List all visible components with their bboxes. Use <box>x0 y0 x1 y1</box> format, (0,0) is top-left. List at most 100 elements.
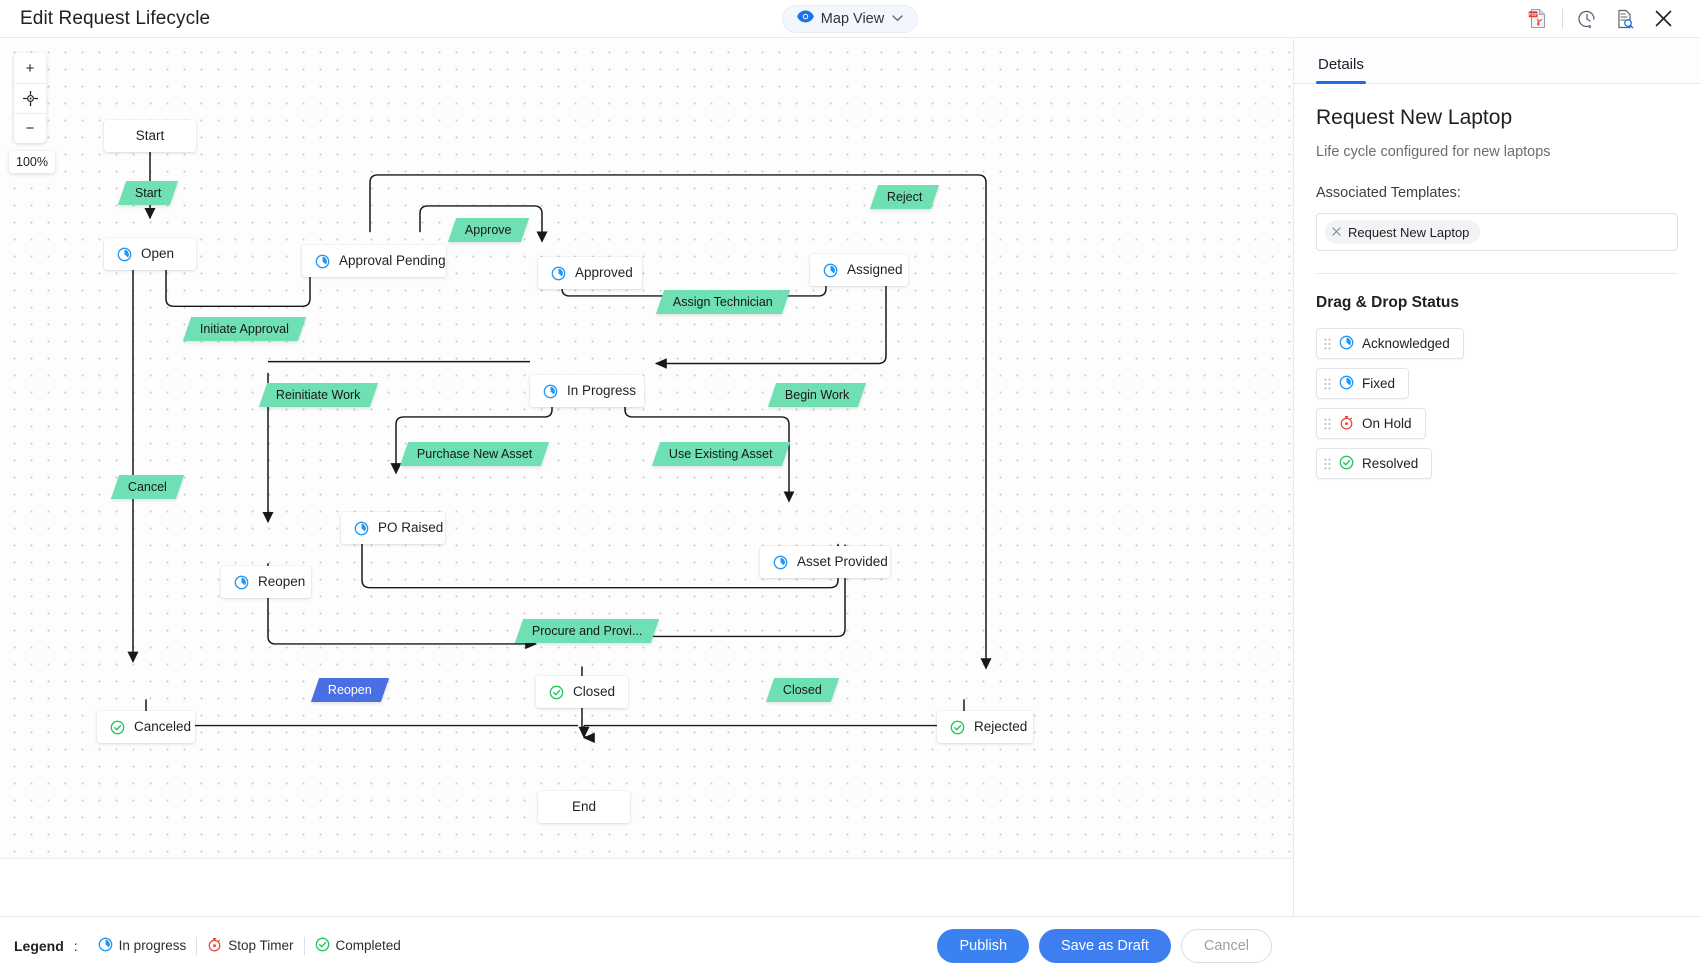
flow-node-label: Rejected <box>974 719 1028 735</box>
status-chip-label: On Hold <box>1362 416 1412 431</box>
template-chip[interactable]: Request New Laptop <box>1325 220 1481 244</box>
status-chip-resolved[interactable]: Resolved <box>1316 448 1433 479</box>
legend-colon: : <box>73 937 78 954</box>
publish-button[interactable]: Publish <box>937 928 1030 963</box>
flow-node-asset_provided[interactable]: Asset Provided <box>760 546 890 578</box>
status-chip-fixed[interactable]: Fixed <box>1316 368 1410 399</box>
zoom-in-button[interactable]: + <box>14 53 46 83</box>
template-chip-label: Request New Laptop <box>1348 224 1470 240</box>
zoom-out-button[interactable]: − <box>14 113 46 143</box>
transition-label-t_start[interactable]: Start <box>117 181 179 205</box>
in-progress-icon <box>98 937 113 955</box>
flow-node-approved[interactable]: Approved <box>538 257 642 289</box>
drag-handle-icon[interactable] <box>1324 338 1331 350</box>
associated-templates-field[interactable]: Request New Laptop <box>1316 213 1678 251</box>
status-chip-label: Resolved <box>1362 456 1419 471</box>
flow-node-label: PO Raised <box>378 520 444 536</box>
flow-node-end[interactable]: End <box>538 791 630 823</box>
zoom-controls[interactable]: + − <box>14 53 46 143</box>
legend-item-stop-timer: Stop Timer <box>197 937 303 955</box>
flow-node-approval_pending[interactable]: Approval Pending <box>302 245 446 277</box>
flow-node-label: Reopen <box>258 574 306 590</box>
target-icon[interactable] <box>14 83 46 113</box>
header-actions: PDF <box>1519 2 1682 36</box>
transition-label-t_reopen[interactable]: Reopen <box>310 678 389 702</box>
in-progress-icon <box>315 254 330 269</box>
lifecycle-name: Request New Laptop <box>1316 106 1513 129</box>
flow-node-rejected[interactable]: Rejected <box>937 711 1033 743</box>
status-chip-label: Acknowledged <box>1362 336 1450 351</box>
flow-node-canceled[interactable]: Canceled <box>97 711 195 743</box>
transition-label-t_approve[interactable]: Approve <box>447 218 529 242</box>
export-pdf-icon[interactable]: PDF <box>1519 2 1557 36</box>
legend-item-in-progress: In progress <box>88 937 197 955</box>
save-as-draft-button[interactable]: Save as Draft <box>1039 928 1171 963</box>
close-icon[interactable] <box>1644 2 1682 36</box>
transition-label-t_useasset[interactable]: Use Existing Asset <box>651 442 790 466</box>
flow-node-open[interactable]: Open <box>104 238 196 270</box>
transition-label-t_reinit[interactable]: Reinitiate Work <box>258 383 378 407</box>
in-progress-icon <box>117 247 132 262</box>
transition-label-text: Start <box>135 185 162 200</box>
flow-node-po_raised[interactable]: PO Raised <box>341 512 445 544</box>
map-view-button[interactable]: Map View <box>781 4 919 33</box>
details-content: Request New Laptop Life cycle configured… <box>1294 84 1700 479</box>
drag-drop-status-label: Drag & Drop Status <box>1316 294 1459 311</box>
legend-separator <box>196 936 198 955</box>
document-search-icon[interactable] <box>1606 2 1644 36</box>
chevron-down-icon <box>892 13 903 25</box>
transition-label-text: Reinitiate Work <box>276 387 361 402</box>
flow-node-start[interactable]: Start <box>104 120 196 152</box>
drag-handle-icon[interactable] <box>1324 418 1331 430</box>
associated-templates-label: Associated Templates: <box>1316 185 1461 201</box>
transition-label-t_initiate[interactable]: Initiate Approval <box>182 317 307 341</box>
flow-node-in_progress[interactable]: In Progress <box>530 375 644 407</box>
transition-label-t_reject[interactable]: Reject <box>869 185 940 209</box>
flow-node-closed[interactable]: Closed <box>536 676 628 708</box>
completed-icon <box>549 685 564 700</box>
drag-handle-icon[interactable] <box>1324 378 1331 390</box>
flow-node-assigned[interactable]: Assigned <box>810 254 908 286</box>
flow-node-label: Start <box>135 128 165 144</box>
in-progress-icon <box>234 575 249 590</box>
details-tabbar: Details <box>1294 38 1700 84</box>
in-progress-icon <box>1339 335 1354 353</box>
transition-label-t_closed[interactable]: Closed <box>765 678 840 702</box>
header-center-group: Map View <box>0 4 1700 33</box>
transition-label-text: Begin Work <box>785 387 850 402</box>
transition-label-text: Assign Technician <box>673 294 773 309</box>
flow-node-label: Approval Pending <box>339 253 446 269</box>
status-chip-acknowledged[interactable]: Acknowledged <box>1316 328 1464 359</box>
legend-title: Legend <box>14 937 64 954</box>
map-view-label: Map View <box>820 10 885 27</box>
transition-label-text: Initiate Approval <box>200 321 289 336</box>
transition-label-t_begin[interactable]: Begin Work <box>767 383 867 407</box>
status-chip-on-hold[interactable]: On Hold <box>1316 408 1426 439</box>
flow-node-label: Closed <box>573 684 616 700</box>
transition-label-t_procure[interactable]: Procure and Provi... <box>514 619 660 643</box>
panel-divider <box>1316 273 1678 274</box>
tab-details[interactable]: Details <box>1316 56 1366 84</box>
drag-handle-icon[interactable] <box>1324 458 1331 470</box>
history-clock-icon[interactable] <box>1568 2 1606 36</box>
completed-icon <box>950 720 965 735</box>
flow-node-reopen[interactable]: Reopen <box>221 566 311 598</box>
remove-chip-icon[interactable] <box>1332 226 1341 238</box>
flow-node-label: Assigned <box>847 262 903 278</box>
transition-label-text: Approve <box>465 222 512 237</box>
transition-label-t_purchase[interactable]: Purchase New Asset <box>399 442 550 466</box>
transition-label-t_cancel[interactable]: Cancel <box>110 475 185 499</box>
footer-actions: Publish Save as Draft Cancel <box>937 928 1272 963</box>
transition-label-t_assign[interactable]: Assign Technician <box>655 290 790 314</box>
cancel-button[interactable]: Cancel <box>1180 928 1272 963</box>
in-progress-icon <box>354 521 369 536</box>
transition-label-text: Cancel <box>128 479 167 494</box>
flow-node-label: End <box>571 799 597 815</box>
in-progress-icon <box>1339 375 1354 393</box>
